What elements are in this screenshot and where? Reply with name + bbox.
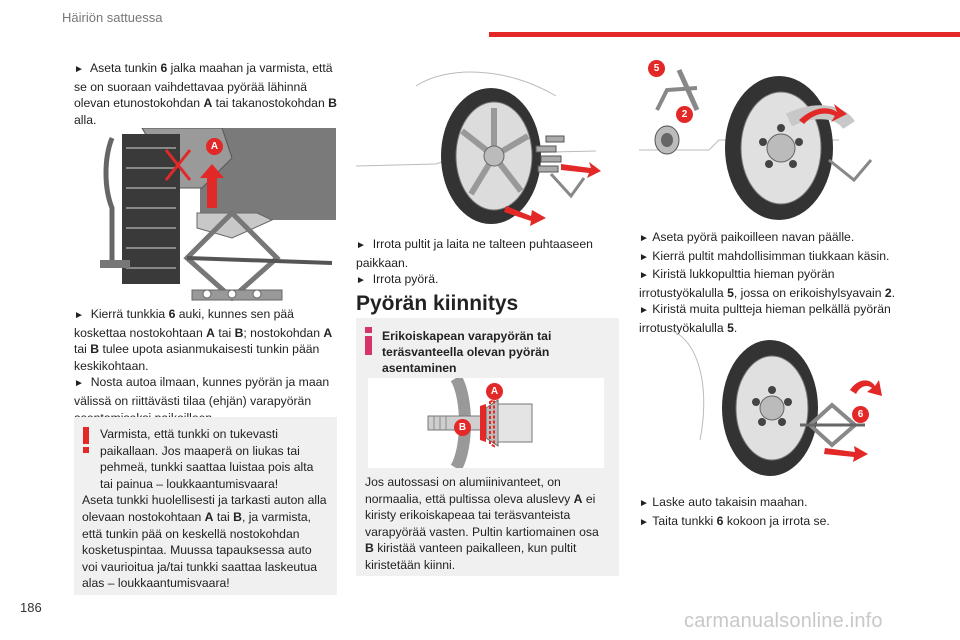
bolt-illustration: A B <box>368 374 604 472</box>
section-header: Häiriön sattuessa <box>62 10 163 25</box>
info-text: Jos autossasi on alumiinivanteet, on nor… <box>365 475 599 572</box>
bullet-arrow: ► <box>74 378 84 390</box>
info-box: Erikoiskapean varapyörän tai teräsvantee… <box>356 318 619 576</box>
bullet-arrow: ► <box>639 251 649 263</box>
wheel-fitting-illustration: 5 2 <box>639 50 899 226</box>
bullet-arrow: ► <box>639 305 649 317</box>
col1-step2: ► Kierrä tunkkia 6 auki, kunnes sen pää … <box>74 307 333 425</box>
bullet-arrow: ► <box>356 240 366 251</box>
warning-text-1: Varmista, että tunkki on tukevasti paika… <box>100 427 314 491</box>
socket-label-2: 2 <box>676 106 693 123</box>
col2-steps: ► Irrota pultit ja laita ne talteen puht… <box>356 237 593 287</box>
jack-label-6: 6 <box>852 406 869 423</box>
bullet-arrow: ► <box>639 233 649 244</box>
washer-label-a: A <box>486 383 503 400</box>
bullet-arrow: ► <box>639 270 649 282</box>
jack-illustration: A <box>82 128 336 306</box>
bullet-arrow: ► <box>356 275 366 287</box>
bullet-arrow: ► <box>639 516 649 528</box>
watermark: carmanualsonline.info <box>684 610 883 632</box>
warning-text-2: Aseta tunkki huolellisesti ja tarkasti a… <box>82 493 327 591</box>
jack-point-label-a: A <box>206 138 223 155</box>
header-red-bar <box>489 32 960 37</box>
page-number: 186 <box>20 600 42 615</box>
bullet-arrow: ► <box>74 64 84 75</box>
info-icon <box>364 327 373 360</box>
col3-final-steps: ► Laske auto takaisin maahan. ► Taita tu… <box>639 495 830 528</box>
bullet-arrow: ► <box>639 498 649 509</box>
lowering-illustration: 6 <box>660 330 900 480</box>
tool-label-5: 5 <box>648 60 665 77</box>
cone-label-b: B <box>454 419 471 436</box>
wheel-removal-illustration <box>356 56 618 234</box>
warning-box: ! Varmista, että tunkki on tukevasti pai… <box>74 417 337 595</box>
heading-wheel-fitting: Pyörän kiinnitys <box>356 292 519 315</box>
info-title: Erikoiskapean varapyörän tai teräsvantee… <box>382 329 552 375</box>
bullet-arrow: ► <box>74 310 84 321</box>
col3-steps: ► Aseta pyörä paikoilleen navan päälle. … <box>639 230 896 335</box>
col1-step1: ► Aseta tunkin 6 jalka maahan ja varmist… <box>74 61 337 127</box>
warning-icon <box>82 427 90 453</box>
